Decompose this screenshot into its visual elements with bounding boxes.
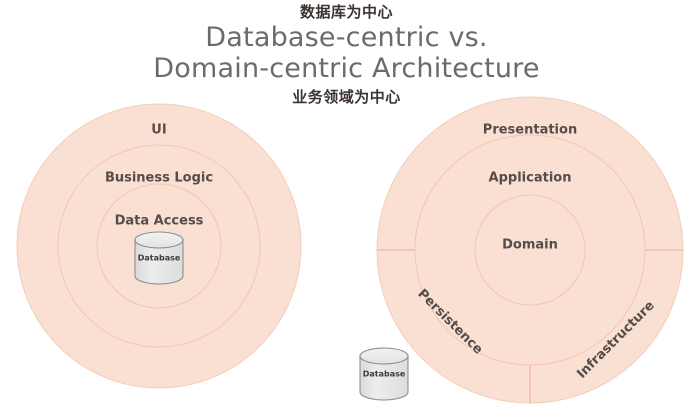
database-cylinder-bottom xyxy=(359,347,409,401)
database-label-left: Database xyxy=(137,253,181,263)
cylinder-top xyxy=(134,231,184,249)
database-label-bottom-wrap: Database xyxy=(354,344,414,404)
database-cylinder-left xyxy=(134,231,184,285)
ring-domain xyxy=(474,194,586,306)
cylinder-body xyxy=(134,239,184,285)
right-circle-group xyxy=(376,96,684,404)
database-label-left-wrap: Database xyxy=(129,228,189,288)
database-label-bottom: Database xyxy=(362,369,406,379)
cylinder-body xyxy=(359,355,409,401)
cylinder-top xyxy=(359,347,409,365)
